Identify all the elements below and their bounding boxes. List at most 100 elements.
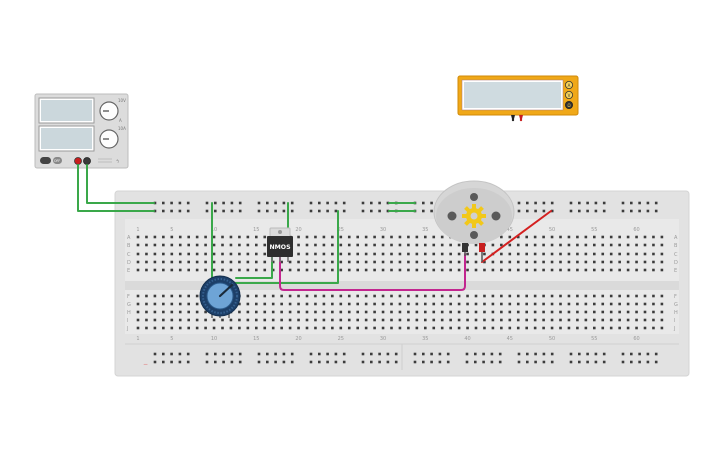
breadboard-hole[interactable]: [449, 252, 452, 256]
breadboard-hole[interactable]: [601, 268, 605, 272]
breadboard-hole[interactable]: [246, 243, 250, 247]
breadboard-hole[interactable]: [646, 209, 650, 213]
breadboard-hole[interactable]: [584, 302, 588, 306]
breadboard-hole[interactable]: [482, 352, 485, 356]
breadboard-hole[interactable]: [635, 302, 638, 306]
breadboard-hole[interactable]: [550, 201, 554, 205]
breadboard-hole[interactable]: [533, 260, 537, 264]
multimeter-probe-red[interactable]: [519, 115, 523, 119]
breadboard-hole[interactable]: [263, 252, 267, 256]
breadboard-hole[interactable]: [491, 268, 495, 272]
breadboard-hole[interactable]: [314, 243, 317, 247]
breadboard-hole[interactable]: [136, 310, 140, 314]
breadboard-hole[interactable]: [356, 294, 359, 298]
breadboard-hole[interactable]: [483, 318, 486, 322]
breadboard-hole[interactable]: [586, 201, 589, 205]
breadboard-hole[interactable]: [214, 201, 217, 205]
breadboard-hole[interactable]: [271, 268, 275, 272]
breadboard-hole[interactable]: [170, 201, 173, 205]
breadboard-hole[interactable]: [525, 318, 528, 322]
breadboard-hole[interactable]: [145, 302, 148, 306]
breadboard-hole[interactable]: [364, 243, 368, 247]
breadboard-hole[interactable]: [550, 260, 554, 264]
breadboard-hole[interactable]: [635, 243, 638, 247]
breadboard-hole[interactable]: [339, 243, 343, 247]
breadboard-hole[interactable]: [381, 310, 385, 314]
breadboard-hole[interactable]: [432, 310, 436, 314]
breadboard-hole[interactable]: [550, 235, 554, 239]
breadboard-hole[interactable]: [266, 201, 269, 205]
breadboard-hole[interactable]: [398, 326, 402, 330]
breadboard-hole[interactable]: [186, 360, 190, 364]
breadboard-hole[interactable]: [559, 252, 562, 256]
breadboard-hole[interactable]: [187, 318, 190, 322]
breadboard-hole[interactable]: [280, 318, 283, 322]
breadboard-hole[interactable]: [373, 243, 376, 247]
breadboard-hole[interactable]: [652, 294, 655, 298]
breadboard-hole[interactable]: [205, 360, 209, 364]
breadboard-hole[interactable]: [331, 243, 334, 247]
breadboard-hole[interactable]: [626, 294, 630, 298]
breadboard-hole[interactable]: [356, 235, 359, 239]
breadboard-hole[interactable]: [145, 294, 148, 298]
breadboard-hole[interactable]: [602, 352, 606, 356]
breadboard-hole[interactable]: [339, 252, 343, 256]
breadboard-hole[interactable]: [305, 302, 309, 306]
breadboard-hole[interactable]: [466, 252, 469, 256]
breadboard-hole[interactable]: [643, 294, 647, 298]
breadboard-hole[interactable]: [630, 209, 633, 213]
breadboard-hole[interactable]: [326, 360, 329, 364]
breadboard-hole[interactable]: [212, 268, 216, 272]
breadboard-hole[interactable]: [424, 252, 427, 256]
breadboard-hole[interactable]: [490, 352, 494, 356]
breadboard-hole[interactable]: [187, 310, 190, 314]
breadboard-hole[interactable]: [255, 235, 258, 239]
breadboard-hole[interactable]: [297, 310, 300, 314]
breadboard-hole[interactable]: [297, 268, 300, 272]
breadboard-hole[interactable]: [263, 310, 267, 314]
breadboard-hole[interactable]: [238, 318, 241, 322]
breadboard-hole[interactable]: [526, 360, 529, 364]
breadboard-hole[interactable]: [370, 360, 373, 364]
breadboard-hole[interactable]: [526, 209, 529, 213]
breadboard-hole[interactable]: [322, 318, 326, 322]
breadboard-hole[interactable]: [170, 243, 174, 247]
breadboard-hole[interactable]: [390, 310, 393, 314]
breadboard-hole[interactable]: [415, 302, 419, 306]
breadboard-hole[interactable]: [322, 310, 326, 314]
breadboard-hole[interactable]: [438, 360, 442, 364]
breadboard-hole[interactable]: [398, 294, 402, 298]
breadboard-hole[interactable]: [257, 201, 261, 205]
breadboard-hole[interactable]: [314, 302, 317, 306]
breadboard-hole[interactable]: [533, 326, 537, 330]
breadboard-hole[interactable]: [516, 318, 520, 322]
breadboard-hole[interactable]: [517, 201, 521, 205]
breadboard-hole[interactable]: [339, 318, 343, 322]
breadboard-hole[interactable]: [550, 352, 554, 356]
multimeter-probe-black[interactable]: [511, 115, 515, 119]
breadboard-hole[interactable]: [378, 209, 381, 213]
breadboard-hole[interactable]: [533, 318, 537, 322]
breadboard-hole[interactable]: [153, 260, 157, 264]
breadboard-hole[interactable]: [238, 252, 241, 256]
breadboard-hole[interactable]: [390, 260, 393, 264]
breadboard-hole[interactable]: [449, 243, 452, 247]
breadboard-hole[interactable]: [373, 326, 376, 330]
negative-terminal[interactable]: [83, 157, 91, 165]
breadboard-hole[interactable]: [356, 268, 359, 272]
breadboard-hole[interactable]: [643, 268, 647, 272]
breadboard-hole[interactable]: [178, 294, 182, 298]
breadboard-hole[interactable]: [322, 243, 326, 247]
breadboard-hole[interactable]: [593, 294, 596, 298]
breadboard-hole[interactable]: [466, 326, 469, 330]
breadboard-hole[interactable]: [594, 352, 598, 356]
breadboard-hole[interactable]: [246, 268, 250, 272]
breadboard-hole[interactable]: [525, 302, 528, 306]
breadboard-hole[interactable]: [567, 260, 571, 264]
breadboard-hole[interactable]: [378, 201, 381, 205]
breadboard-hole[interactable]: [204, 326, 207, 330]
breadboard-hole[interactable]: [533, 268, 537, 272]
breadboard-hole[interactable]: [334, 201, 338, 205]
breadboard-hole[interactable]: [162, 235, 165, 239]
